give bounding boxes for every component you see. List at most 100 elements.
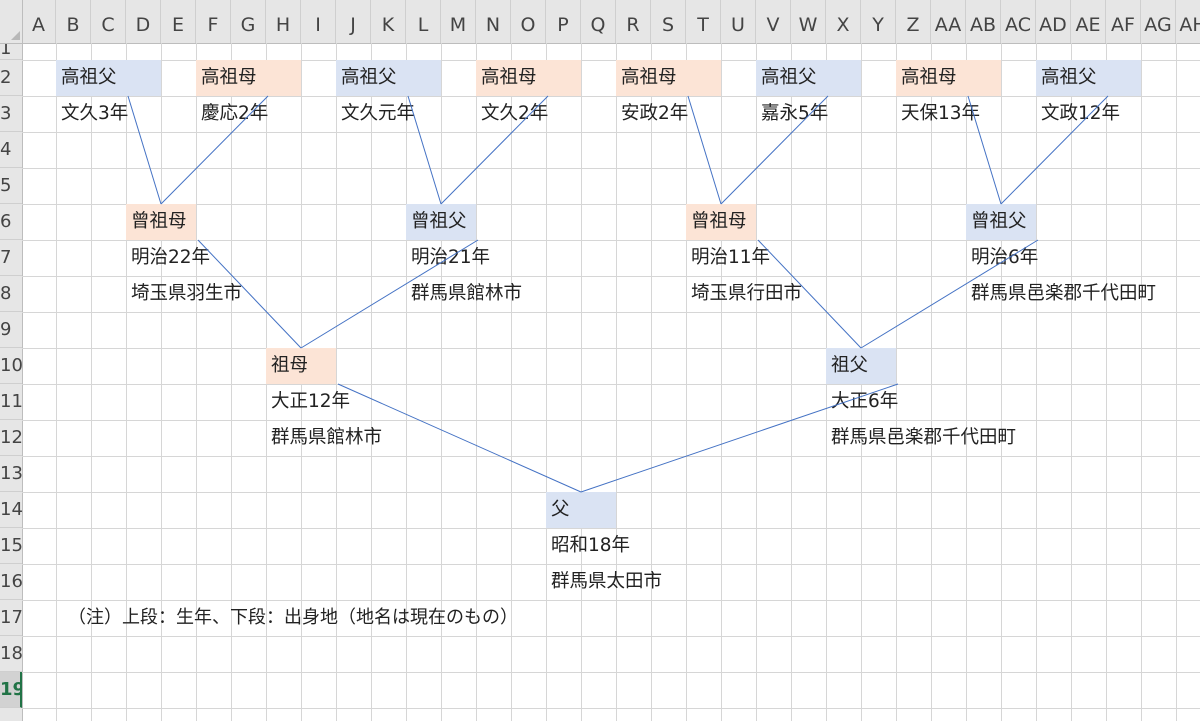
- column-header-u[interactable]: U: [721, 0, 756, 43]
- gen3-person-2-place[interactable]: 埼玉県行田市: [691, 283, 803, 304]
- column-header-ad[interactable]: AD: [1036, 0, 1071, 43]
- column-header-aa[interactable]: AA: [931, 0, 966, 43]
- row-header-5[interactable]: 5: [0, 168, 22, 204]
- row-header-18[interactable]: 18: [0, 636, 22, 672]
- gen3-person-1-place[interactable]: 群馬県館林市: [411, 283, 523, 304]
- column-header-ac[interactable]: AC: [1001, 0, 1036, 43]
- column-header-l[interactable]: L: [406, 0, 441, 43]
- column-header-i[interactable]: I: [301, 0, 336, 43]
- gen4-person-1-year[interactable]: 慶応2年: [201, 103, 269, 124]
- gen3-person-3-year[interactable]: 明治6年: [971, 247, 1039, 268]
- column-header-a[interactable]: A: [22, 0, 56, 43]
- row-header-8[interactable]: 8: [0, 276, 22, 312]
- column-header-w[interactable]: W: [791, 0, 826, 43]
- column-header-b[interactable]: B: [56, 0, 91, 43]
- gen4-person-4-year[interactable]: 安政2年: [621, 103, 689, 124]
- column-header-p[interactable]: P: [546, 0, 581, 43]
- gen4-person-0-year[interactable]: 文久3年: [61, 103, 129, 124]
- row-header-3[interactable]: 3: [0, 96, 22, 132]
- gen3-person-0-place[interactable]: 埼玉県羽生市: [131, 283, 243, 304]
- row-header-15[interactable]: 15: [0, 528, 22, 564]
- row-header-17[interactable]: 17: [0, 600, 22, 636]
- gen4-person-6-year[interactable]: 天保13年: [901, 103, 981, 124]
- row-header-12[interactable]: 12: [0, 420, 22, 456]
- column-header-q[interactable]: Q: [581, 0, 616, 43]
- column-header-d[interactable]: D: [126, 0, 161, 43]
- gen3-person-2-year[interactable]: 明治11年: [691, 247, 771, 268]
- column-header-f[interactable]: F: [196, 0, 231, 43]
- gen4-person-0-label[interactable]: 高祖父: [61, 67, 117, 88]
- column-header-k[interactable]: K: [371, 0, 406, 43]
- row-header-11[interactable]: 11: [0, 384, 22, 420]
- gen3-person-3-label[interactable]: 曾祖父: [971, 211, 1027, 232]
- gen4-person-7-label[interactable]: 高祖父: [1041, 67, 1097, 88]
- gen4-person-3-label[interactable]: 高祖母: [481, 67, 537, 88]
- column-header-n[interactable]: N: [476, 0, 511, 43]
- column-header-m[interactable]: M: [441, 0, 476, 43]
- row-header-1[interactable]: 1: [0, 43, 22, 60]
- column-header-j[interactable]: J: [336, 0, 371, 43]
- row-header-2[interactable]: 2: [0, 60, 22, 96]
- column-header-v[interactable]: V: [756, 0, 791, 43]
- row-header-9[interactable]: 9: [0, 312, 22, 348]
- gen3-person-0-label[interactable]: 曾祖母: [131, 211, 187, 232]
- row-header-4[interactable]: 4: [0, 132, 22, 168]
- row-header-10[interactable]: 10: [0, 348, 22, 384]
- gen4-person-5-year[interactable]: 嘉永5年: [761, 103, 829, 124]
- column-header-g[interactable]: G: [231, 0, 266, 43]
- gen1-person-0-label[interactable]: 父: [551, 499, 570, 520]
- gen1-person-0-place[interactable]: 群馬県太田市: [551, 571, 663, 592]
- column-header-x[interactable]: X: [826, 0, 861, 43]
- gen3-person-0-year[interactable]: 明治22年: [131, 247, 211, 268]
- row-header-16[interactable]: 16: [0, 564, 22, 600]
- column-header-t[interactable]: T: [686, 0, 721, 43]
- gen4-person-1-label-label-bg: [196, 60, 301, 96]
- gen2-person-0-label[interactable]: 祖母: [271, 355, 309, 376]
- row-header-13[interactable]: 13: [0, 456, 22, 492]
- column-header-y[interactable]: Y: [861, 0, 896, 43]
- column-header-ah[interactable]: AH: [1176, 0, 1200, 43]
- gen4-person-6-label[interactable]: 高祖母: [901, 67, 957, 88]
- row-header-7[interactable]: 7: [0, 240, 22, 276]
- gen1-person-0-year[interactable]: 昭和18年: [551, 535, 631, 556]
- gen4-person-4-label[interactable]: 高祖母: [621, 67, 677, 88]
- column-header-af[interactable]: AF: [1106, 0, 1141, 43]
- gen4-person-2-label[interactable]: 高祖父: [341, 67, 397, 88]
- gen2-person-0-place[interactable]: 群馬県館林市: [271, 427, 383, 448]
- gen3-person-2-label[interactable]: 曾祖母: [691, 211, 747, 232]
- gen3-person-1-year[interactable]: 明治21年: [411, 247, 491, 268]
- gen2-person-1-year[interactable]: 大正6年: [831, 391, 899, 412]
- column-header-h[interactable]: H: [266, 0, 301, 43]
- gen4-person-5-label-label-bg: [756, 60, 861, 96]
- row-header-6[interactable]: 6: [0, 204, 22, 240]
- column-header-ab[interactable]: AB: [966, 0, 1001, 43]
- column-header-z[interactable]: Z: [896, 0, 931, 43]
- column-header-o[interactable]: O: [511, 0, 546, 43]
- gen2-person-1-label[interactable]: 祖父: [831, 355, 869, 376]
- column-header-e[interactable]: E: [161, 0, 196, 43]
- select-all-button[interactable]: [0, 0, 23, 44]
- gen4-person-2-year[interactable]: 文久元年: [341, 103, 416, 124]
- column-header-c[interactable]: C: [91, 0, 126, 43]
- gen4-person-1-label[interactable]: 高祖母: [201, 67, 257, 88]
- gen3-person-2-label-label-bg: [686, 204, 756, 240]
- column-header-s[interactable]: S: [651, 0, 686, 43]
- sheet-grid[interactable]: 高祖父文久3年 高祖母慶応2年 高祖父文久元年 高祖母文久2年 高祖母安政2年 高祖父嘉永…: [22, 43, 1200, 721]
- gen2-person-0-year[interactable]: 大正12年: [271, 391, 351, 412]
- gen4-person-3-year[interactable]: 文久2年: [481, 103, 549, 124]
- gen4-person-7-year[interactable]: 文政12年: [1041, 103, 1121, 124]
- gen4-person-6-label-label-bg: [896, 60, 1001, 96]
- gen4-person-2-label-label-bg: [336, 60, 441, 96]
- gen3-person-3-place[interactable]: 群馬県邑楽郡千代田町: [971, 283, 1157, 304]
- gen4-person-4-label-label-bg: [616, 60, 721, 96]
- column-header-ag[interactable]: AG: [1141, 0, 1176, 43]
- gen2-person-1-place[interactable]: 群馬県邑楽郡千代田町: [831, 427, 1017, 448]
- column-header-r[interactable]: R: [616, 0, 651, 43]
- footnote[interactable]: （注）上段：生年、下段：出身地（地名は現在のもの）: [68, 607, 518, 628]
- gen4-person-5-label[interactable]: 高祖父: [761, 67, 817, 88]
- column-header-ae[interactable]: AE: [1071, 0, 1106, 43]
- row-header-19[interactable]: 19: [0, 672, 22, 708]
- row-header-14[interactable]: 14: [0, 492, 22, 528]
- gen3-person-1-label[interactable]: 曾祖父: [411, 211, 467, 232]
